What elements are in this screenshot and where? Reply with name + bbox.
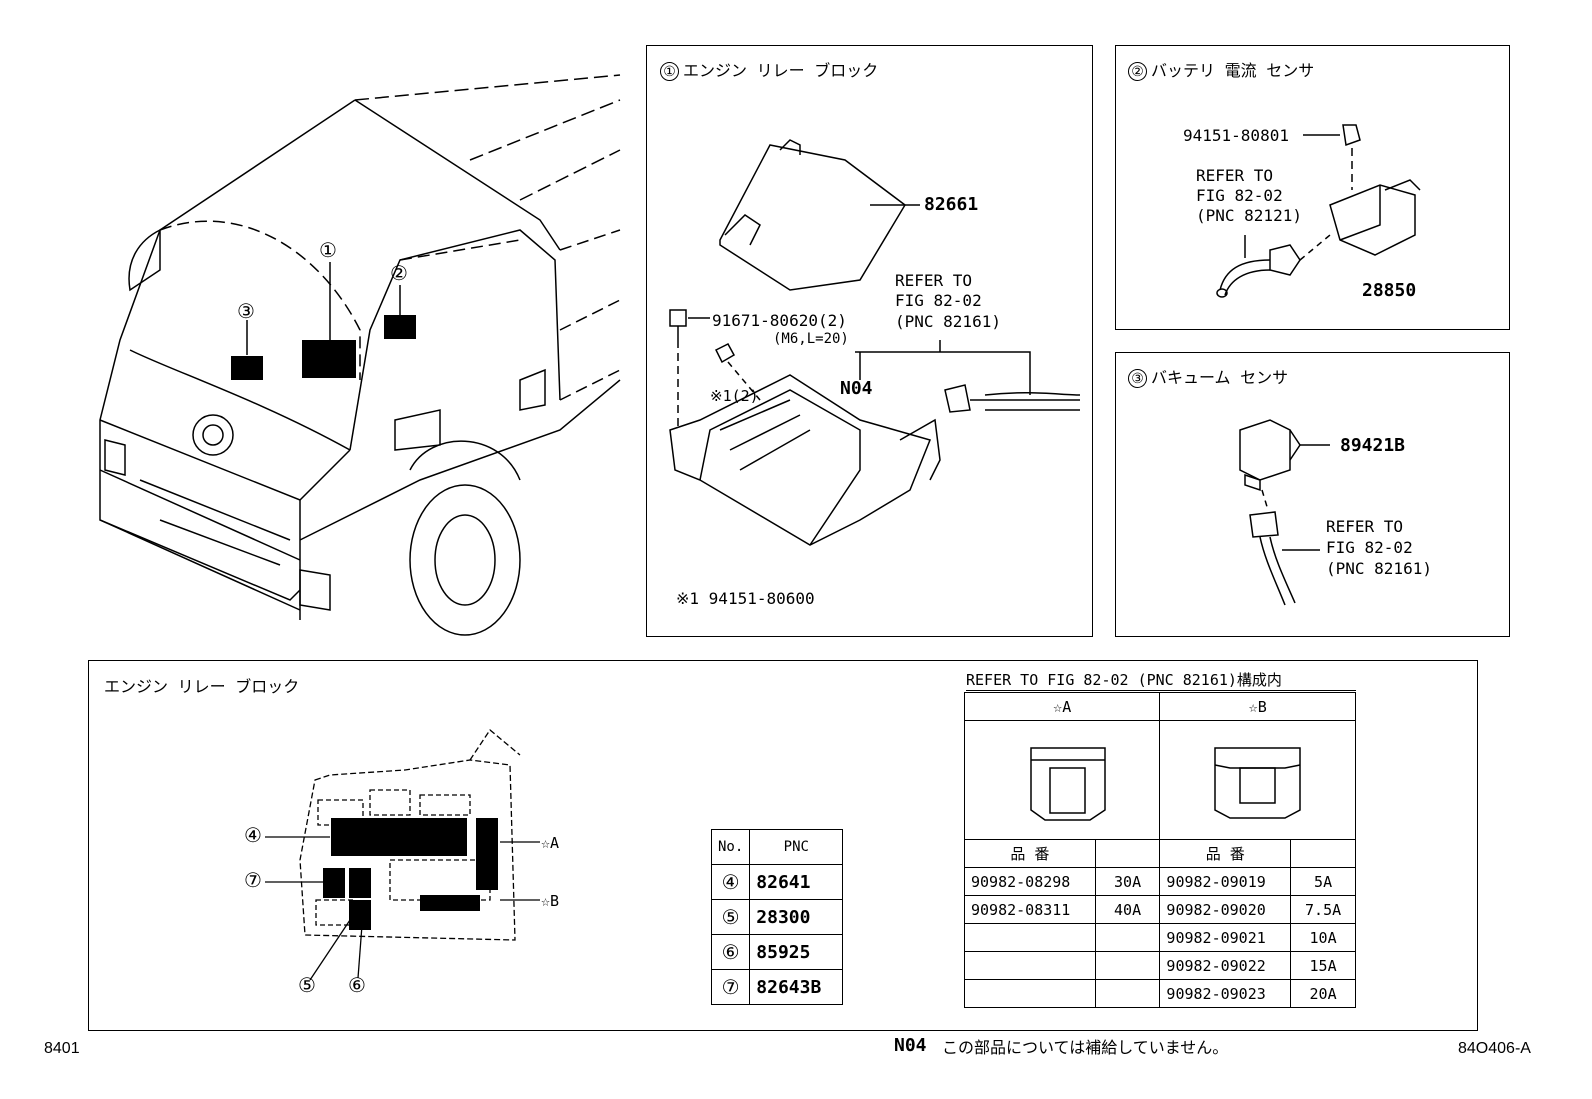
panel1-refer-3: (PNC 82161)	[895, 312, 1001, 331]
panel1-refer-1: REFER TO	[895, 271, 973, 290]
fuse-b-amp: 20A	[1290, 979, 1356, 1008]
pnc-row-value: 85925	[749, 934, 844, 970]
panel2-refer-1: REFER TO	[1196, 166, 1274, 185]
fuse-b-amp: 10A	[1290, 923, 1356, 952]
panel2-number: ②	[1128, 62, 1147, 81]
fuse-b-part: 90982-09020	[1159, 895, 1292, 924]
star-a-label: ☆A	[541, 834, 560, 852]
hinban-a: 品 番	[964, 839, 1096, 868]
fuse-a-amp	[1094, 951, 1161, 980]
fuse-a-amp: 40A	[1094, 895, 1161, 924]
fuse-b-image-cell	[1159, 720, 1356, 840]
truck-callout-2: ②	[390, 261, 408, 285]
panel2-nut-part: 94151-80801	[1183, 126, 1289, 145]
fuse-a-part	[964, 979, 1096, 1008]
callout-4: ④	[244, 823, 262, 847]
fuse-col-b-header: ☆B	[1159, 692, 1356, 721]
fuse-b-part: 90982-09021	[1159, 923, 1292, 952]
footer-code: N04	[894, 1035, 927, 1056]
pnc-row-value: 82641	[749, 864, 844, 900]
fuse-a-part	[964, 923, 1096, 952]
fuse-a-part: 90982-08311	[964, 895, 1096, 924]
fuse-b-amp: 15A	[1290, 951, 1356, 980]
pnc-row: ⑦ 82643B	[710, 969, 844, 1005]
bolt-spec: (M6,L=20)	[773, 331, 849, 347]
pnc-row-no: ⑤	[710, 899, 751, 935]
panel2-refer-2: FIG 82-02	[1196, 186, 1283, 205]
fuse-b-part: 90982-09023	[1159, 979, 1292, 1008]
part-82661: 82661	[924, 194, 979, 215]
pnc-header-pnc: PNC	[749, 829, 844, 865]
panel2-refer-3: (PNC 82121)	[1196, 206, 1302, 225]
relay-block-drawing	[669, 139, 1081, 546]
pnc-row-value: 82643B	[749, 969, 844, 1005]
fuse-col-a-header: ☆A	[963, 692, 1161, 721]
footer-note: この部品については補給していません。	[942, 1038, 1229, 1057]
bolt-part: 91671-80620(2)	[712, 311, 847, 330]
fuse-row: 90982-09022 15A	[964, 951, 1356, 980]
panel3-number: ③	[1128, 369, 1147, 388]
panel-relay-block-detail	[88, 660, 1478, 1031]
fuse-a-image-cell	[963, 720, 1161, 840]
footer-right: 84O406-A	[1458, 1040, 1531, 1057]
pnc-header-no: No.	[710, 829, 751, 865]
callout-6: ⑥	[348, 973, 366, 997]
panel3-refer-2: FIG 82-02	[1326, 538, 1413, 557]
fuse-b-amp: 7.5A	[1290, 895, 1356, 924]
fuse-heading: REFER TO FIG 82-02 (PNC 82161)構成内	[966, 671, 1282, 689]
fuse-table: ☆A ☆B 品 番 品 番 90982-08298 30A 90982-0901…	[963, 692, 1356, 1008]
callout-7: ⑦	[244, 868, 262, 892]
bottom-title: エンジン リレー ブロック	[104, 677, 300, 696]
fuse-b-part: 90982-09022	[1159, 951, 1292, 980]
panel-battery-current-sensor	[1115, 45, 1510, 330]
fuse-row: 90982-09023 20A	[964, 979, 1356, 1008]
current-sensor-drawing	[1216, 124, 1421, 298]
fuse-b-part: 90982-09019	[1159, 867, 1292, 896]
fuse-a-amp	[1094, 979, 1161, 1008]
fuse-a-amp	[1094, 923, 1161, 952]
fuse-row: 90982-09021 10A	[964, 923, 1356, 952]
pnc-row-no: ④	[710, 864, 751, 900]
pnc-row-no: ⑥	[710, 934, 751, 970]
code-n04: N04	[840, 378, 873, 399]
panel3-refer-1: REFER TO	[1326, 517, 1404, 536]
pnc-table: No. PNC ④ 82641 ⑤ 28300 ⑥ 85925 ⑦ 82643B	[710, 829, 844, 1005]
truck-callout-1: ①	[319, 238, 337, 262]
truck-callout-3: ③	[237, 299, 255, 323]
part-28850: 28850	[1362, 280, 1417, 301]
panel1-number: ①	[660, 62, 679, 81]
part-89421b: 89421B	[1340, 435, 1406, 456]
vacuum-sensor-drawing	[1239, 419, 1330, 606]
panel3-refer-3: (PNC 82161)	[1326, 559, 1432, 578]
pnc-row: ④ 82641	[710, 864, 844, 900]
callout-5: ⑤	[298, 973, 316, 997]
fuse-b-amp: 5A	[1290, 867, 1356, 896]
nut-note: ※1(2)	[710, 387, 759, 405]
fuse-row: 90982-08298 30A 90982-09019 5A	[964, 867, 1356, 896]
hinban-b: 品 番	[1159, 839, 1292, 868]
pnc-row: ⑥ 85925	[710, 934, 844, 970]
pnc-row: ⑤ 28300	[710, 899, 844, 935]
fuse-a-part	[964, 951, 1096, 980]
panel1-footnote: ※1 94151-80600	[676, 589, 815, 608]
fuse-a-part: 90982-08298	[964, 867, 1096, 896]
fuse-row: 90982-08311 40A 90982-09020 7.5A	[964, 895, 1356, 924]
pnc-table-header: No. PNC	[710, 829, 844, 865]
pnc-row-value: 28300	[749, 899, 844, 935]
truck-illustration	[99, 74, 621, 636]
fuse-heading-underline	[966, 690, 1356, 691]
panel-engine-relay-block	[646, 45, 1093, 637]
pnc-row-no: ⑦	[710, 969, 751, 1005]
fuse-a-amp: 30A	[1094, 867, 1161, 896]
panel-vacuum-sensor	[1115, 352, 1510, 637]
footer-left: 8401	[44, 1040, 80, 1057]
star-b-label: ☆B	[541, 892, 560, 910]
panel1-refer-2: FIG 82-02	[895, 291, 982, 310]
